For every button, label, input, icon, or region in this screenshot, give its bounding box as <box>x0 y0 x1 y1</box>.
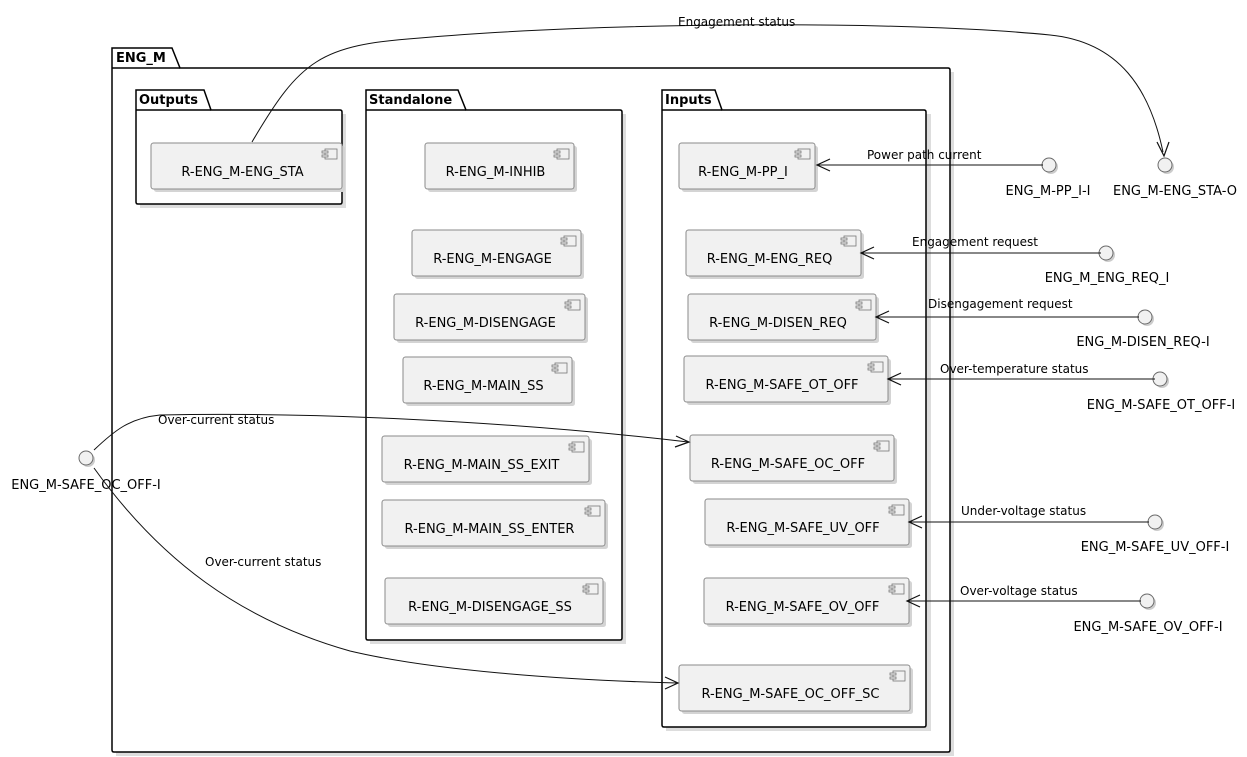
component-safe-oc-off-sc[interactable]: R-ENG_M-SAFE_OC_OFF_SC <box>678 664 913 714</box>
component-icon <box>889 670 906 682</box>
component-eng-sta[interactable]: R-ENG_M-ENG_STA <box>150 142 345 192</box>
interface-eng-req-i[interactable]: ENG_M_ENG_REQ_I <box>1045 245 1170 286</box>
package-title-standalone: Standalone <box>369 93 452 108</box>
component-main-ss[interactable]: R-ENG_M-MAIN_SS <box>402 356 575 406</box>
component-icon <box>888 583 905 595</box>
link-label-engagement-status: Engagement status <box>678 15 795 29</box>
interface-label: ENG_M-SAFE_UV_OFF-I <box>1081 540 1230 555</box>
component-engage[interactable]: R-ENG_M-ENGAGE <box>411 229 584 279</box>
component-icon <box>840 235 857 247</box>
component-icon <box>582 583 599 595</box>
component-icon <box>551 362 568 374</box>
link-label-over-current-status-1: Over-current status <box>158 413 274 427</box>
interface-lollipop-icon <box>1157 157 1173 173</box>
component-pp-i[interactable]: R-ENG_M-PP_I <box>678 142 818 192</box>
package-title-inputs: Inputs <box>665 93 712 108</box>
component-icon <box>584 505 601 517</box>
component-inhib[interactable]: R-ENG_M-INHIB <box>424 142 577 192</box>
interface-label: ENG_M_ENG_REQ_I <box>1045 271 1170 286</box>
component-icon <box>794 148 811 160</box>
component-safe-uv-off[interactable]: R-ENG_M-SAFE_UV_OFF <box>704 498 912 548</box>
component-eng-req[interactable]: R-ENG_M-ENG_REQ <box>685 229 864 279</box>
interface-label: ENG_M-ENG_STA-O <box>1113 184 1237 199</box>
component-icon <box>855 299 872 311</box>
link-label-over-current-status-2: Over-current status <box>205 555 321 569</box>
component-icon <box>568 441 585 453</box>
component-safe-oc-off[interactable]: R-ENG_M-SAFE_OC_OFF <box>689 434 897 484</box>
component-label: R-ENG_M-ENG_STA <box>181 165 303 180</box>
component-main-ss-enter[interactable]: R-ENG_M-MAIN_SS_ENTER <box>381 499 608 549</box>
component-icon <box>873 440 890 452</box>
interface-label: ENG_M-PP_I-I <box>1006 184 1091 199</box>
link-over-current-status-1 <box>93 413 689 451</box>
arrowhead-icon <box>886 372 902 386</box>
component-disengage-ss[interactable]: R-ENG_M-DISENGAGE_SS <box>384 577 606 627</box>
link-label-under-voltage-status: Under-voltage status <box>961 504 1086 518</box>
component-icon <box>564 299 581 311</box>
component-label: R-ENG_M-MAIN_SS <box>423 379 543 394</box>
component-disengage[interactable]: R-ENG_M-DISENGAGE <box>393 293 588 343</box>
component-label: R-ENG_M-SAFE_UV_OFF <box>726 521 879 536</box>
arrowhead-icon <box>874 310 890 324</box>
component-label: R-ENG_M-DISENGAGE <box>415 316 556 331</box>
interface-lollipop-icon <box>1152 371 1168 387</box>
component-label: R-ENG_M-PP_I <box>698 165 788 180</box>
component-safe-ot-off[interactable]: R-ENG_M-SAFE_OT_OFF <box>683 355 891 405</box>
component-icon <box>888 504 905 516</box>
interface-lollipop-icon <box>1139 593 1155 609</box>
package-title-eng-m: ENG_M <box>116 51 166 66</box>
interface-safe-oc-off-i[interactable]: ENG_M-SAFE_OC_OFF-I <box>11 450 161 493</box>
arrowhead-icon <box>907 515 923 529</box>
interface-lollipop-icon <box>78 450 94 466</box>
component-icon <box>867 361 884 373</box>
arrowhead-icon <box>674 435 691 448</box>
arrowhead-icon <box>1156 141 1170 158</box>
component-label: R-ENG_M-ENG_REQ <box>707 252 833 267</box>
component-label: R-ENG_M-SAFE_OC_OFF_SC <box>701 687 879 702</box>
link-over-current-status-2 <box>93 467 678 684</box>
arrowhead-icon <box>664 676 680 690</box>
component-label: R-ENG_M-INHIB <box>446 165 546 180</box>
component-label: R-ENG_M-ENGAGE <box>433 252 552 267</box>
component-icon <box>560 235 577 247</box>
interface-safe-ov-off-i[interactable]: ENG_M-SAFE_OV_OFF-I <box>1073 593 1223 635</box>
component-label: R-ENG_M-MAIN_SS_ENTER <box>405 522 575 537</box>
interface-safe-ot-off-i[interactable]: ENG_M-SAFE_OT_OFF-I <box>1087 371 1235 413</box>
link-engagement-status <box>251 24 1164 153</box>
component-label: R-ENG_M-SAFE_OT_OFF <box>705 378 858 393</box>
interface-lollipop-icon <box>1147 514 1163 530</box>
component-disen-req[interactable]: R-ENG_M-DISEN_REQ <box>687 293 879 343</box>
interface-lollipop-icon <box>1098 245 1114 261</box>
link-label-power-path-current: Power path current <box>867 148 982 162</box>
interface-safe-uv-off-i[interactable]: ENG_M-SAFE_UV_OFF-I <box>1081 514 1230 555</box>
interface-eng-sta-o[interactable]: ENG_M-ENG_STA-O <box>1113 157 1237 199</box>
component-icon <box>321 148 338 160</box>
arrowhead-icon <box>905 594 921 608</box>
component-label: R-ENG_M-SAFE_OV_OFF <box>726 600 880 615</box>
interface-label: ENG_M-DISEN_REQ-I <box>1076 335 1209 350</box>
component-main-ss-exit[interactable]: R-ENG_M-MAIN_SS_EXIT <box>381 435 592 485</box>
component-label: R-ENG_M-DISEN_REQ <box>709 316 847 331</box>
interface-lollipop-icon <box>1137 309 1153 325</box>
arrowhead-icon <box>815 158 831 172</box>
package-title-outputs: Outputs <box>139 93 198 108</box>
link-label-engagement-request: Engagement request <box>912 235 1038 249</box>
interface-lollipop-icon <box>1041 157 1057 173</box>
component-label: R-ENG_M-MAIN_SS_EXIT <box>404 458 560 473</box>
interface-label: ENG_M-SAFE_OT_OFF-I <box>1087 398 1235 413</box>
component-icon <box>553 148 570 160</box>
link-label-disengagement-request: Disengagement request <box>928 297 1073 311</box>
interface-label: ENG_M-SAFE_OC_OFF-I <box>11 478 161 493</box>
link-label-over-voltage-status: Over-voltage status <box>960 584 1078 598</box>
interface-disen-req-i[interactable]: ENG_M-DISEN_REQ-I <box>1076 309 1210 350</box>
arrowhead-icon <box>859 246 875 260</box>
link-label-over-temperature-status: Over-temperature status <box>940 362 1089 376</box>
component-label: R-ENG_M-DISENGAGE_SS <box>408 600 572 615</box>
interface-label: ENG_M-SAFE_OV_OFF-I <box>1073 620 1222 635</box>
interface-pp-i-i[interactable]: ENG_M-PP_I-I <box>1006 157 1091 199</box>
component-safe-ov-off[interactable]: R-ENG_M-SAFE_OV_OFF <box>703 577 912 627</box>
component-label: R-ENG_M-SAFE_OC_OFF <box>711 457 865 472</box>
